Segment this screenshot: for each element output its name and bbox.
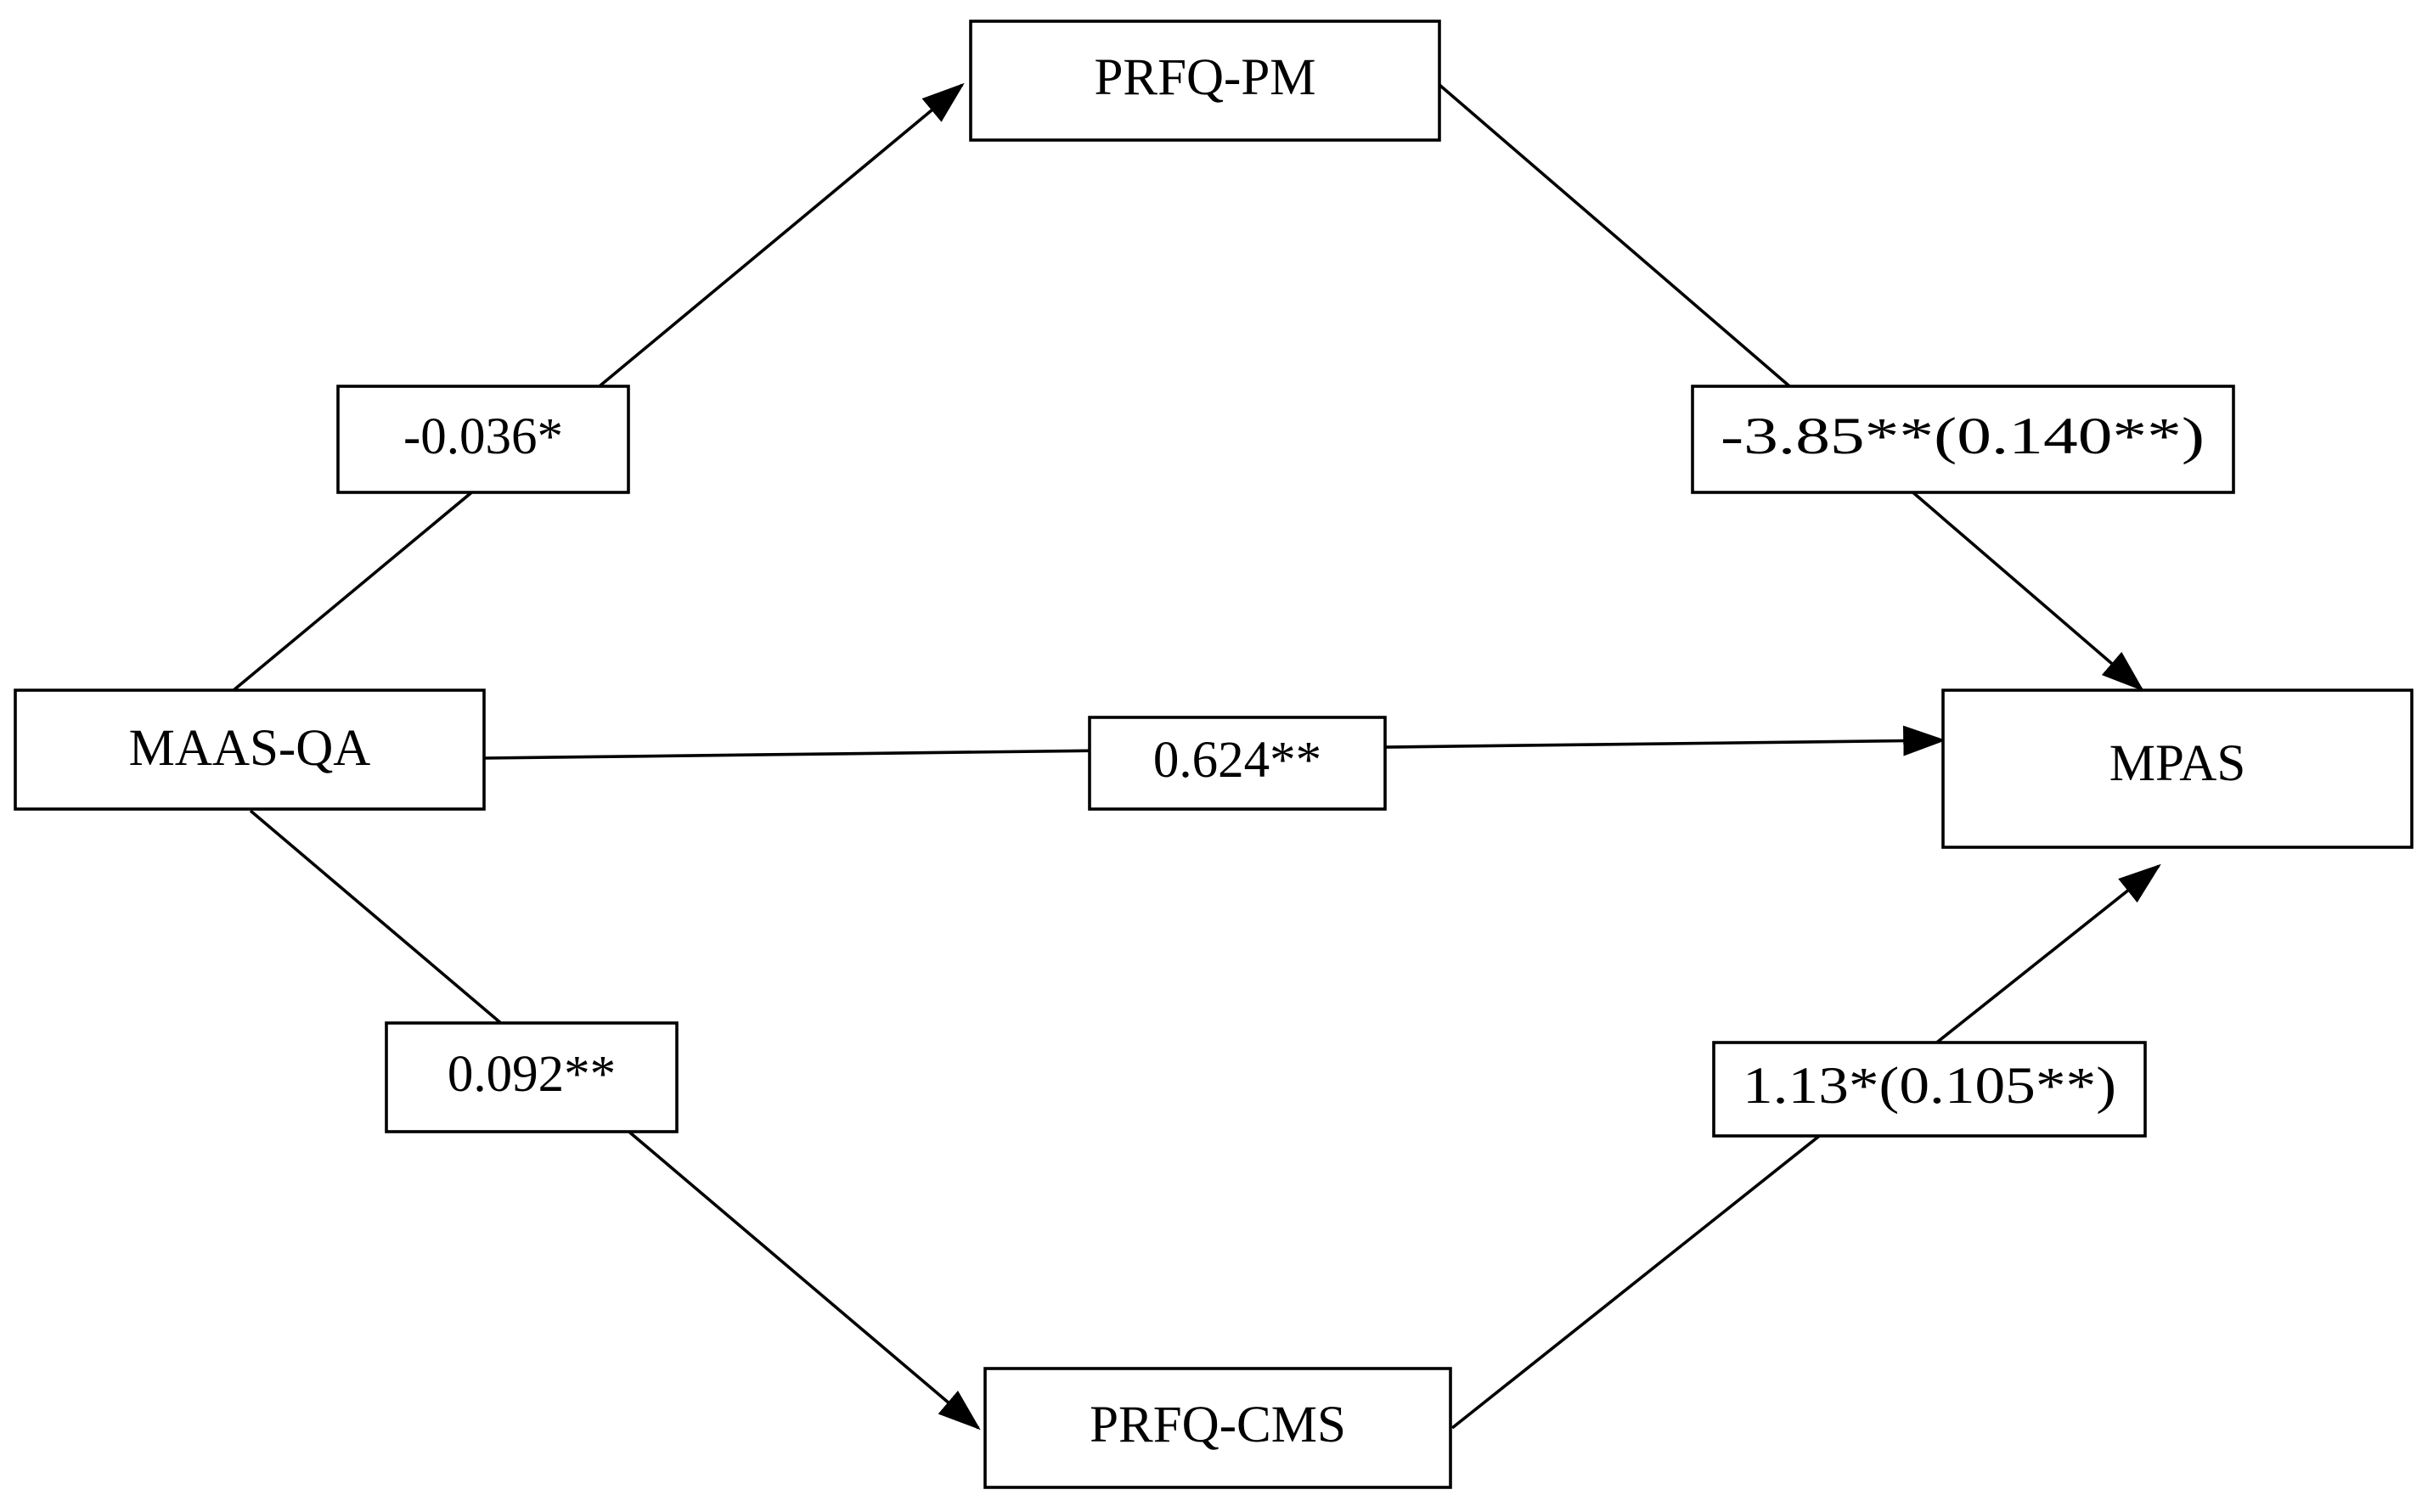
arrow-prfq-cms-to-mpas	[1450, 863, 2161, 1430]
label-maas-to-mpas: 0.624**	[1088, 716, 1387, 811]
coefficient-maas-to-prfq-cms: 0.092**	[448, 1046, 616, 1103]
label-maas-to-prfq-pm: -0.036*	[336, 385, 630, 494]
node-prfq-cms-label: PRFQ-CMS	[1090, 1397, 1346, 1453]
coefficient-prfq-cms-to-mpas: 1.13*(0.105**)	[1743, 1058, 2116, 1115]
coefficient-maas-to-prfq-pm: -0.036*	[403, 408, 563, 465]
node-maas-qa-label: MAAS-QA	[129, 720, 371, 777]
node-prfq-cms: PRFQ-CMS	[983, 1367, 1452, 1489]
node-maas-qa: MAAS-QA	[14, 689, 486, 811]
label-prfq-pm-to-mpas: -3.85**(0.140**)	[1691, 385, 2235, 494]
node-prfq-pm: PRFQ-PM	[969, 20, 1441, 142]
node-mpas: MPAS	[1941, 689, 2414, 849]
coefficient-maas-to-mpas: 0.624**	[1153, 732, 1321, 789]
node-mpas-label: MPAS	[2109, 735, 2246, 792]
node-prfq-pm-label: PRFQ-PM	[1094, 49, 1315, 106]
coefficient-prfq-pm-to-mpas: -3.85**(0.140**)	[1721, 408, 2205, 465]
label-prfq-cms-to-mpas: 1.13*(0.105**)	[1712, 1041, 2147, 1138]
label-maas-to-prfq-cms: 0.092**	[385, 1021, 679, 1133]
